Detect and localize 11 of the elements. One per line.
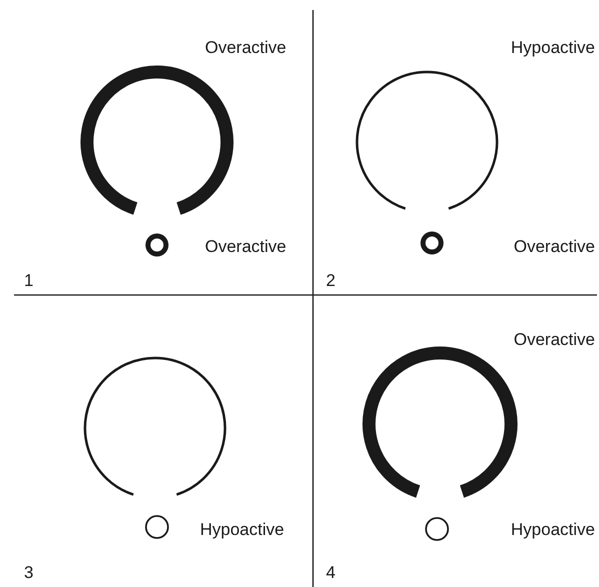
state-label: Hypoactive: [200, 520, 284, 540]
quadrant-number: 2: [326, 271, 336, 291]
state-label: Hypoactive: [510, 520, 595, 540]
quadrant-number: 3: [24, 563, 34, 583]
state-label: Hypoactive: [510, 38, 595, 58]
state-label: Overactive: [514, 237, 595, 257]
state-label: Overactive: [514, 330, 595, 350]
quadrant-number: 1: [24, 271, 34, 291]
state-label: Overactive: [205, 237, 286, 257]
state-label: Overactive: [205, 38, 286, 58]
quadrant-number: 4: [326, 563, 336, 583]
